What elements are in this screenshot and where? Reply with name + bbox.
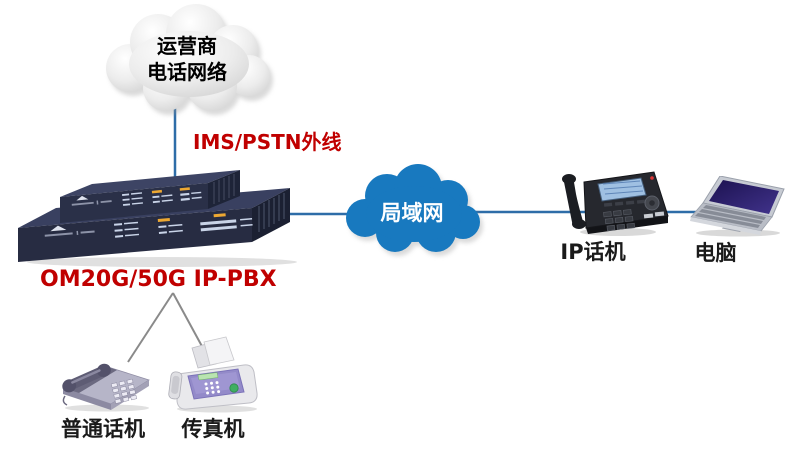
lan-cloud-label: 局域网 — [380, 201, 444, 225]
carrier-cloud-line1: 运营商 — [157, 34, 217, 58]
pbx-label: OM20G/50G IP-PBX — [40, 267, 277, 292]
computer-label: 电脑 — [694, 241, 737, 265]
lan-cloud-icon — [346, 164, 480, 252]
ip-phone-icon — [562, 171, 669, 236]
fax-label: 传真机 — [181, 417, 245, 441]
pbx-device-icon — [18, 170, 297, 267]
carrier-cloud-label: 运营商 电话网络 — [92, 33, 282, 85]
extension-line-fax — [172, 292, 205, 351]
carrier-cloud-icon — [106, 4, 270, 111]
ip-phone-label: IP话机 — [560, 240, 626, 264]
extension-line-analog — [127, 292, 174, 363]
analog-phone-icon — [61, 363, 150, 412]
laptop-icon — [690, 176, 785, 237]
carrier-cloud-line2: 电话网络 — [147, 60, 227, 84]
analog-phone-label: 普通话机 — [61, 417, 145, 441]
trunk-line-label: IMS/PSTN外线 — [193, 130, 342, 154]
fax-icon — [168, 336, 258, 413]
